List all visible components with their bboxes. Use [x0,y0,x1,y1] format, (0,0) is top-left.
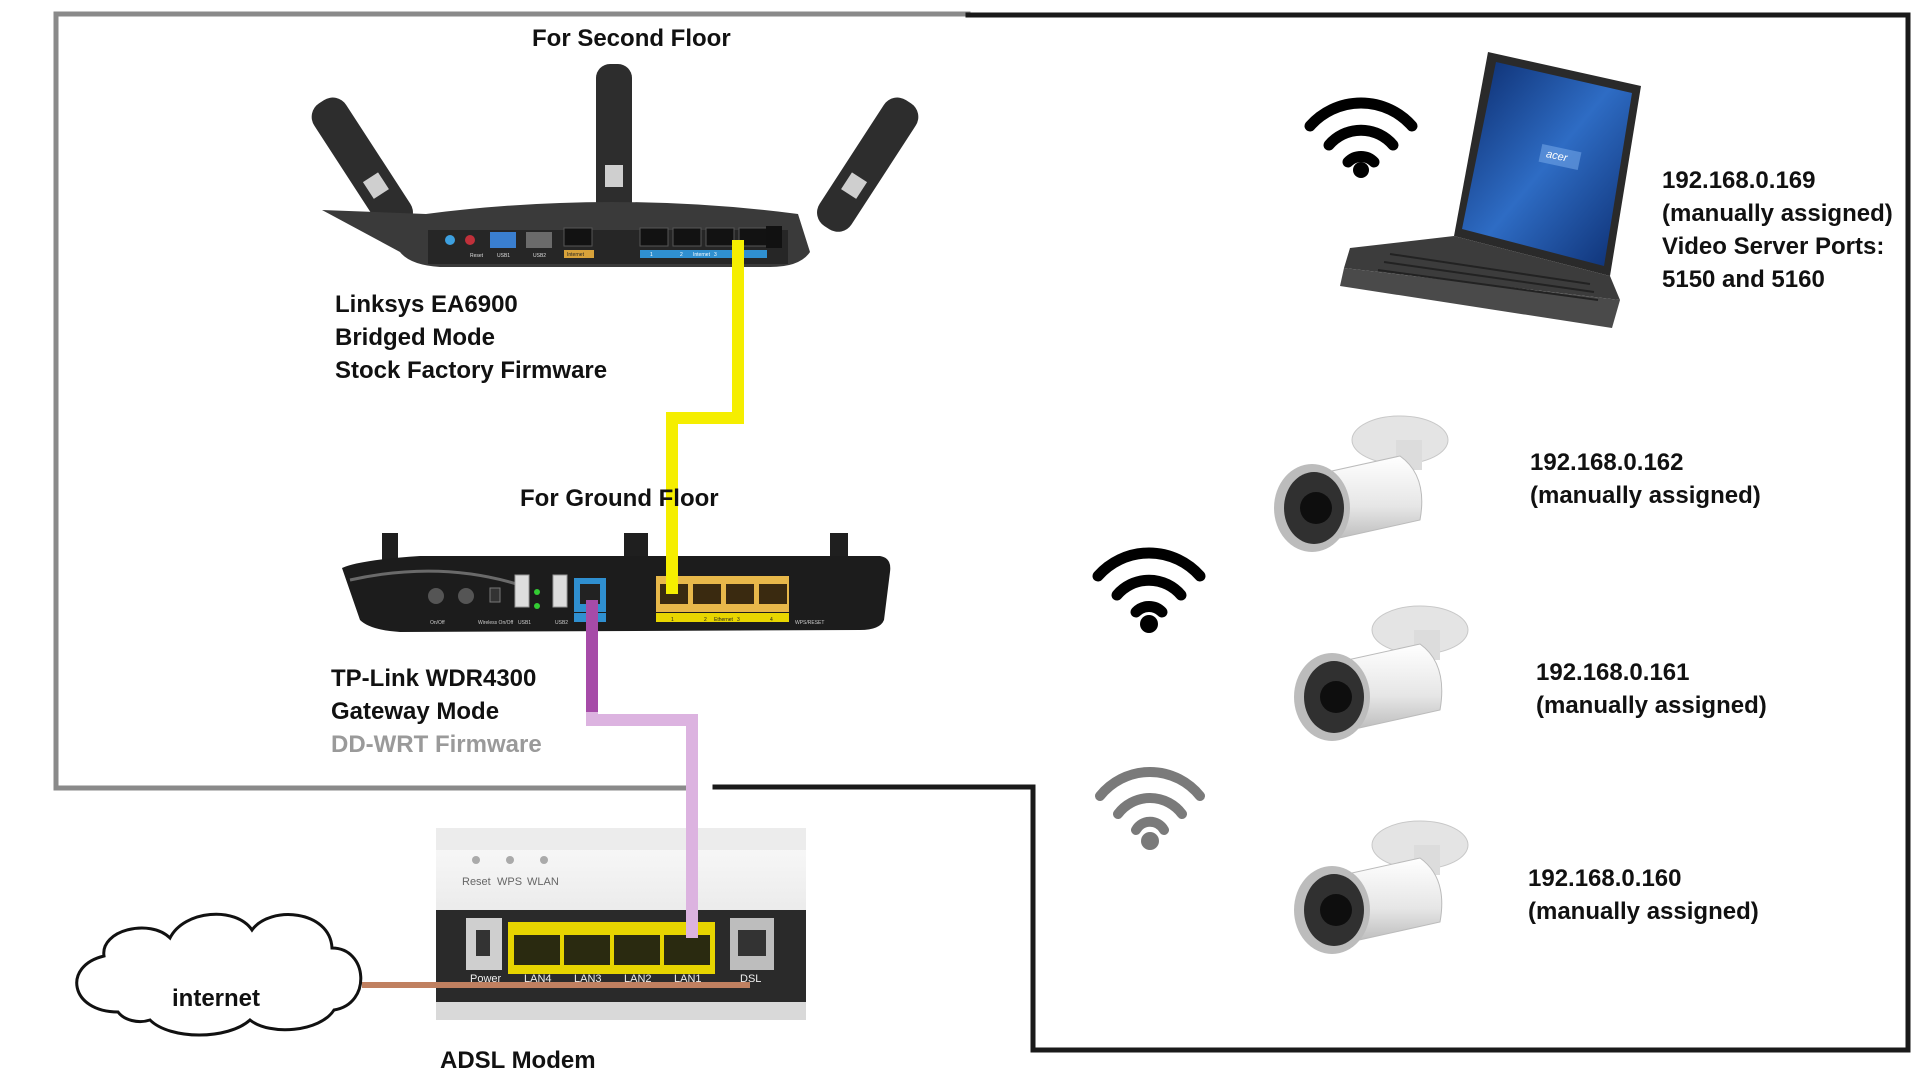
tplink-model: TP-Link WDR4300 [331,665,537,692]
camera-icon-3 [1294,820,1469,954]
linksys-model: Linksys EA6900 [335,291,518,318]
modem-led-wps: WPS [497,876,522,888]
linksys-port-usb1: USB1 [497,253,510,259]
camera2-label: 192.168.0.161 (manually assigned) [1536,656,1767,722]
tplink-label: TP-Link WDR4300 Gateway Mode DD-WRT Firm… [331,662,542,761]
ground-floor-boundary [53,11,971,791]
camera1-assignment: (manually assigned) [1530,482,1761,509]
modem-led-wlan: WLAN [527,876,559,888]
linksys-port-3: 3 [714,252,717,258]
camera-icon-2 [1294,605,1469,741]
cable-linksys-to-tplink [666,240,744,594]
camera1-label: 192.168.0.162 (manually assigned) [1530,446,1761,512]
laptop-icon: acer [1340,52,1641,328]
wifi-icon-cameras-2 [1095,766,1205,850]
adsl-modem-icon: Reset WPS WLAN Power LAN4 LAN3 LAN2 LAN1… [436,828,806,1020]
adsl-modem-label: ADSL Modem [440,1047,596,1074]
floor-boundary [53,11,1911,1053]
tplink-port-onoff: On/Off [430,620,445,626]
tplink-port-3: 3 [737,617,740,623]
tplink-router-icon: On/Off Wireless On/Off USB1 USB2 1 2 Eth… [342,533,891,632]
tplink-port-wireless: Wireless On/Off [478,620,514,626]
laptop-ports-title: Video Server Ports: [1662,233,1885,260]
tplink-firmware: DD-WRT Firmware [331,731,542,758]
camera1-ip: 192.168.0.162 [1530,449,1684,476]
wifi-icon [1304,97,1418,178]
laptop-brand: acer [1545,148,1570,164]
laptop-ports: 5150 and 5160 [1662,266,1825,293]
tplink-port-4: 4 [770,617,773,623]
tplink-port-wps: WPS/RESET [795,620,824,626]
modem-led-reset: Reset [462,876,491,888]
second-floor-title: For Second Floor [532,25,731,52]
linksys-port-internet-2: Internet [693,252,711,258]
tplink-port-2: 2 [704,617,707,623]
tplink-port-1: 1 [671,617,674,623]
cable-tplink-to-modem-lower [586,712,698,938]
camera2-ip: 192.168.0.161 [1536,659,1690,686]
laptop-assignment: (manually assigned) [1662,200,1893,227]
camera3-assignment: (manually assigned) [1528,898,1759,925]
laptop-label: 192.168.0.169 (manually assigned) Video … [1662,164,1893,296]
linksys-label: Linksys EA6900 Bridged Mode Stock Factor… [335,288,607,387]
tplink-port-usb1: USB1 [518,620,531,626]
tplink-port-ethernet: Ethernet [714,617,734,623]
wifi-icon-cameras-1 [1092,547,1206,633]
linksys-port-usb2: USB2 [533,253,546,259]
linksys-port-internet: Internet [567,252,585,258]
linksys-port-2: 2 [680,252,683,258]
tplink-port-usb2: USB2 [555,620,568,626]
upper-boundary-line [712,12,1911,1053]
linksys-port-1: 1 [650,252,653,258]
camera3-ip: 192.168.0.160 [1528,865,1682,892]
linksys-port-reset: Reset [470,253,484,259]
camera3-label: 192.168.0.160 (manually assigned) [1528,862,1759,928]
cloud-icon [75,912,363,1037]
camera-icon-1 [1274,415,1449,552]
ground-floor-title: For Ground Floor [520,485,719,512]
linksys-router-icon: Reset USB1 USB2 Internet 1 2 Internet 3 [311,64,919,267]
camera2-assignment: (manually assigned) [1536,692,1767,719]
laptop-ip: 192.168.0.169 [1662,167,1816,194]
linksys-mode: Bridged Mode [335,324,495,351]
tplink-mode: Gateway Mode [331,698,500,725]
internet-label: internet [172,985,261,1012]
linksys-firmware: Stock Factory Firmware [335,357,608,384]
